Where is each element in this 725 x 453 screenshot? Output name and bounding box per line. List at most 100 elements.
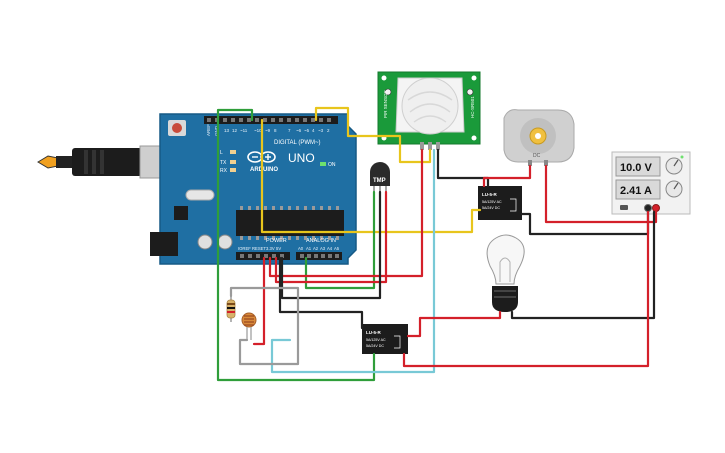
wire-black-tmp-gnd[interactable]: [280, 190, 382, 300]
resistor-band: [227, 307, 235, 309]
l-led-label: L: [220, 150, 223, 156]
svg-text:A5: A5: [334, 246, 340, 251]
relay-top-symbol: [510, 198, 517, 212]
pir-pin-vcc: [420, 142, 424, 150]
svg-text:~3: ~3: [318, 128, 324, 133]
rx-led: [230, 168, 236, 172]
pir-mount-hole: [471, 135, 477, 141]
svg-text:7: 7: [288, 128, 291, 133]
relay-top-name: LU-5-R: [482, 192, 497, 197]
relay-top-spec1: 5A/125V AC: [482, 200, 502, 204]
svg-text:5V: 5V: [276, 246, 281, 251]
pir-dome-facets: [407, 91, 453, 123]
svg-text:A0: A0: [298, 246, 304, 251]
wire-red-pir-vcc[interactable]: [268, 148, 424, 278]
voltage-knob-indicator: [673, 159, 679, 167]
resistor[interactable]: [226, 296, 236, 322]
pir-right-label: HC-SR501: [470, 96, 475, 118]
pir-left-label: PIR SENSOR: [383, 89, 388, 118]
pir-sensor[interactable]: PIR SENSOR HC-SR501: [377, 71, 481, 150]
wire-gray-ldr[interactable]: [229, 286, 300, 366]
wire-red-bulb-relay[interactable]: [406, 310, 502, 338]
pir-mount-hole: [471, 75, 477, 81]
wire-cyan-pir[interactable]: [270, 148, 436, 374]
usb-cable[interactable]: [37, 145, 179, 179]
wire-red-motor-supply[interactable]: [544, 164, 658, 224]
svg-text:GND: GND: [214, 125, 219, 136]
svg-text:AREF: AREF: [206, 124, 211, 136]
tx-label: TX: [220, 160, 227, 166]
power-jack: [150, 232, 178, 256]
on-led: [320, 162, 326, 166]
pir-pin-gnd: [436, 142, 440, 150]
power-supply[interactable]: 10.0 V 2.41 A: [611, 151, 691, 215]
digital-header-pins: [207, 118, 331, 122]
digital-header-label: DIGITAL (PWM~): [274, 140, 321, 146]
svg-text:A4: A4: [327, 246, 333, 251]
on-label: ON: [328, 162, 336, 168]
status-led: [680, 155, 684, 159]
relay-top-spec2: 5A/24V DC: [482, 206, 500, 210]
bulb-filament: [499, 257, 511, 282]
svg-text:~9: ~9: [265, 128, 271, 133]
relay-bottom[interactable]: LU-5-R 5A/125V AC 5A/24V DC: [362, 324, 408, 354]
wire-red-motor[interactable]: [482, 164, 532, 188]
digital-pin-labels: AREF GND 13 12 ~11 ~10 ~9 8 7 ~6 ~5 4 ~3…: [206, 124, 330, 136]
rx-label: RX: [220, 168, 228, 174]
wire-black-bulb-supply[interactable]: [510, 210, 656, 320]
uno-label: UNO: [288, 151, 315, 165]
svg-text:4: 4: [312, 128, 315, 133]
arduino-uno-board[interactable]: AREF GND 13 12 ~11 ~10 ~9 8 7 ~6 ~5 4 ~3…: [150, 113, 357, 265]
svg-text:~11: ~11: [240, 128, 248, 133]
wire-green-tmp-signal[interactable]: [304, 190, 376, 290]
pir-pin-out: [428, 142, 432, 150]
photoresistor-track: [244, 315, 254, 326]
resistor-band: [227, 311, 235, 313]
svg-text:12: 12: [232, 128, 238, 133]
wire-black-relay-bottom-gnd[interactable]: [278, 256, 364, 330]
motor-terminal: [528, 160, 532, 166]
relay-bottom-name: LU-5-R: [366, 330, 381, 335]
temperature-sensor[interactable]: TMP: [370, 162, 390, 192]
voltage-display: [615, 156, 661, 177]
relay-bottom-symbol: [394, 335, 401, 349]
svg-text:A2: A2: [313, 246, 319, 251]
voltage-regulator: [174, 206, 188, 220]
motor-terminal: [544, 160, 548, 166]
bulb-thread: [494, 290, 516, 292]
svg-text:2: 2: [327, 128, 330, 133]
dc-motor[interactable]: DC: [503, 109, 575, 166]
wire-red-ldr[interactable]: [252, 256, 266, 346]
current-display: [615, 179, 661, 200]
photoresistor[interactable]: [241, 312, 257, 340]
svg-text:8: 8: [274, 128, 277, 133]
light-bulb[interactable]: [486, 234, 525, 312]
relay-top[interactable]: LU-5-R 5A/125V AC 5A/24V DC: [478, 186, 522, 220]
arduino-brand-label: ARDUINO: [250, 167, 278, 173]
wire-yellow-relay-signal[interactable]: [260, 118, 482, 234]
svg-text:13: 13: [224, 128, 230, 133]
negative-terminal[interactable]: [644, 204, 652, 212]
crystal-oscillator: [185, 189, 215, 201]
pir-dome: [401, 77, 459, 135]
voltage-readout: 10.0 V: [620, 162, 652, 174]
current-knob-indicator: [673, 182, 679, 190]
power-switch[interactable]: [620, 205, 628, 210]
wire-red-tmp-vcc[interactable]: [274, 190, 388, 284]
power-label: POWER: [266, 238, 287, 244]
svg-text:IOREF: IOREF: [238, 246, 251, 251]
chip-pins: [240, 206, 339, 240]
svg-text:~6: ~6: [296, 128, 302, 133]
wire-red-relay-bottom-supply[interactable]: [402, 210, 650, 368]
pir-pot: [466, 88, 474, 96]
current-readout: 2.41 A: [620, 185, 652, 197]
relay-bottom-spec2: 5A/24V DC: [366, 344, 384, 348]
bottom-header-pins: [240, 254, 339, 258]
wire-green-relay-bottom[interactable]: [216, 108, 376, 382]
positive-terminal[interactable]: [652, 204, 660, 212]
wire-yellow-pir-signal[interactable]: [314, 106, 432, 164]
wire-black-pir-gnd[interactable]: [436, 148, 490, 188]
